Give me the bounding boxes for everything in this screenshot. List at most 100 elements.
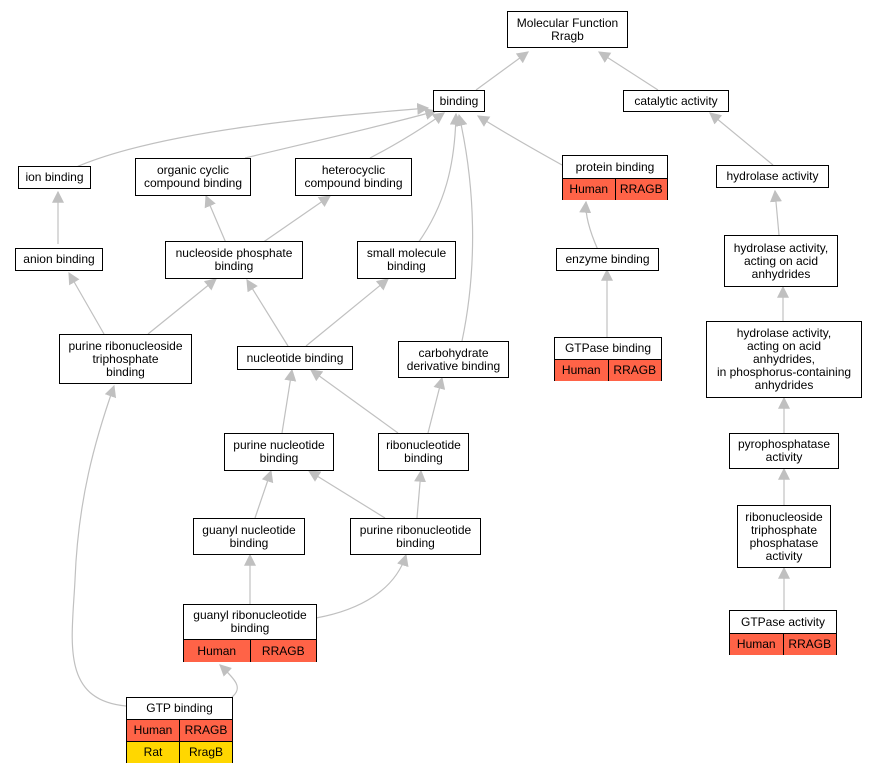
node-hydrolase-phosphorus-containing-anhydrides[interactable]: hydrolase activity, acting on acid anhyd… xyxy=(706,321,862,398)
node-purine-nucleotide-binding[interactable]: purine nucleotide binding xyxy=(224,433,334,471)
node-label: acting on acid xyxy=(743,253,819,268)
node-label: guanyl nucleotide xyxy=(202,522,296,537)
edge xyxy=(579,200,599,251)
species-cell: Human xyxy=(133,723,173,737)
edge xyxy=(476,115,563,166)
node-binding[interactable]: binding xyxy=(433,90,485,112)
node-ribonucleoside-triphosphate-phosphatase-activity[interactable]: ribonucleoside triphosphate phosphatase … xyxy=(737,505,831,568)
node-label: purine ribonucleotide xyxy=(359,522,472,537)
node-label: nucleotide binding xyxy=(246,350,344,365)
edge xyxy=(369,112,445,159)
node-label: binding xyxy=(439,93,479,108)
node-hydrolase-acting-on-acid-anhydrides[interactable]: hydrolase activity, acting on acid anhyd… xyxy=(724,235,838,287)
node-label: nucleoside phosphate xyxy=(175,246,293,260)
node-enzyme-binding[interactable]: enzyme binding xyxy=(556,248,659,271)
node-label: derivative binding xyxy=(406,358,501,373)
species-cell: Rat xyxy=(143,745,163,759)
gene-cell: RRAGB xyxy=(249,640,317,662)
node-nucleoside-phosphate-binding[interactable]: nucleoside phosphate binding xyxy=(165,241,303,279)
node-nucleotide-binding[interactable]: nucleotide binding xyxy=(237,346,353,370)
node-label: binding xyxy=(259,451,299,465)
edge xyxy=(475,51,529,91)
annotation-row-human: Human RRAGB xyxy=(555,359,661,381)
edge xyxy=(254,469,274,519)
edge xyxy=(770,189,782,236)
node-label: GTP binding xyxy=(146,701,213,715)
node-guanyl-nucleotide-binding[interactable]: guanyl nucleotide binding xyxy=(193,518,305,555)
node-label: triphosphate xyxy=(750,522,818,537)
edge xyxy=(246,278,289,347)
edge xyxy=(315,553,409,619)
node-label: activity xyxy=(765,450,803,464)
node-label: in phosphorus-containing xyxy=(716,365,852,379)
node-label: carbohydrate xyxy=(418,345,489,360)
node-label: guanyl ribonucleotide xyxy=(193,608,307,622)
node-heterocyclic-compound-binding[interactable]: heterocyclic compound binding xyxy=(295,158,412,196)
node-label: activity xyxy=(765,548,803,563)
edge xyxy=(68,271,105,335)
node-pyrophosphatase-activity[interactable]: pyrophosphatase activity xyxy=(729,433,839,469)
species-cell: Human xyxy=(569,182,609,196)
edge xyxy=(597,51,659,91)
node-label: enzyme binding xyxy=(565,252,650,266)
node-label: binding xyxy=(230,621,270,635)
edge xyxy=(71,384,127,707)
node-gtp-binding[interactable]: GTP binding Human RRAGB Rat RragB xyxy=(126,697,233,763)
node-label: compound binding xyxy=(304,176,403,190)
node-organic-cyclic-compound-binding[interactable]: organic cyclic compound binding xyxy=(135,158,251,196)
species-cell: Human xyxy=(197,643,237,658)
edge xyxy=(427,376,446,434)
node-gtpase-binding[interactable]: GTPase binding Human RRAGB xyxy=(554,337,662,381)
edge xyxy=(307,470,386,519)
node-molecular-function-rragb[interactable]: Molecular Function Rragb xyxy=(507,11,628,48)
node-label: triphosphate xyxy=(92,351,159,366)
node-purine-ribonucleoside-triphosphate-binding[interactable]: purine ribonucleoside triphosphate bindi… xyxy=(59,334,192,384)
node-label: anion binding xyxy=(23,252,95,266)
node-carbohydrate-derivative-binding[interactable]: carbohydrate derivative binding xyxy=(398,341,509,378)
node-small-molecule-binding[interactable]: small molecule binding xyxy=(357,241,456,279)
node-gtpase-activity[interactable]: GTPase activity Human RRAGB xyxy=(729,610,837,655)
edge xyxy=(261,195,331,244)
gene-cell: RRAGB xyxy=(782,634,837,655)
edge xyxy=(204,194,227,244)
node-label: acting on acid xyxy=(746,339,822,353)
node-label: hydrolase activity, xyxy=(733,240,829,255)
gene-cell: RRAGB xyxy=(607,360,662,381)
edge xyxy=(219,664,238,698)
node-label: pyrophosphatase xyxy=(737,437,831,451)
node-guanyl-ribonucleotide-binding[interactable]: guanyl ribonucleotide binding Human RRAG… xyxy=(183,604,317,662)
node-label: Rragb xyxy=(551,28,584,43)
gene-cell: RragB xyxy=(179,742,232,763)
annotation-row-human: Human RRAGB xyxy=(730,633,836,655)
node-label: protein binding xyxy=(575,159,655,174)
node-label: binding xyxy=(229,535,269,550)
node-catalytic-activity[interactable]: catalytic activity xyxy=(623,90,729,112)
edge xyxy=(709,112,774,166)
node-label: phosphatase xyxy=(749,535,819,550)
edge xyxy=(73,102,430,169)
node-anion-binding[interactable]: anion binding xyxy=(15,248,103,271)
node-label: purine ribonucleoside xyxy=(68,338,183,353)
node-label: GTPase activity xyxy=(740,614,826,629)
edge xyxy=(310,369,399,434)
node-label: ion binding xyxy=(25,170,84,184)
node-protein-binding[interactable]: protein binding Human RRAGB xyxy=(562,155,668,200)
node-label: binding xyxy=(214,259,254,273)
node-hydrolase-activity[interactable]: hydrolase activity xyxy=(716,165,829,188)
node-purine-ribonucleotide-binding[interactable]: purine ribonucleotide binding xyxy=(350,518,481,555)
node-label: heterocyclic xyxy=(321,163,386,177)
annotation-row-human: Human RRAGB xyxy=(184,639,316,662)
node-label: binding xyxy=(387,259,426,273)
annotation-row-human: Human RRAGB xyxy=(563,178,667,200)
node-ribonucleotide-binding[interactable]: ribonucleotide binding xyxy=(378,433,469,471)
species-cell: Human xyxy=(561,363,601,377)
node-label: purine nucleotide xyxy=(233,438,325,452)
gene-cell: RRAGB xyxy=(179,720,232,741)
species-cell: Human xyxy=(736,637,776,651)
edge xyxy=(244,108,438,159)
node-ion-binding[interactable]: ion binding xyxy=(18,166,91,189)
gene-cell: RRAGB xyxy=(614,179,668,200)
node-label: catalytic activity xyxy=(634,93,718,108)
edge xyxy=(281,368,297,434)
